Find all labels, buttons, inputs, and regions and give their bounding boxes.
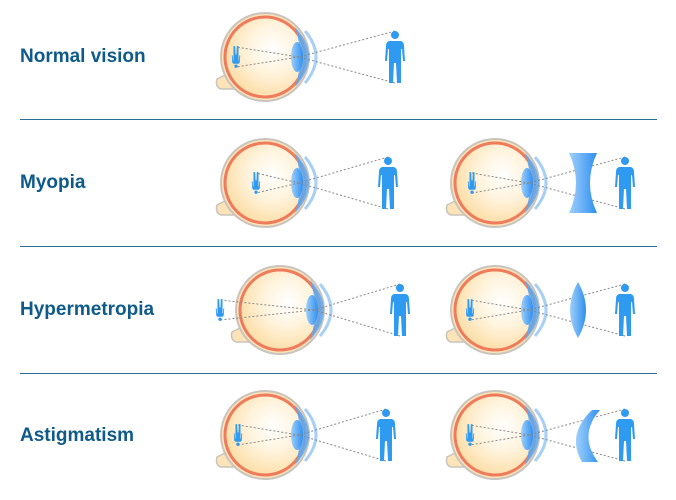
figure-body [385, 41, 405, 83]
person-figure-icon [231, 46, 241, 68]
light-ray [528, 408, 626, 436]
figure-head [384, 157, 392, 165]
divider [20, 246, 657, 247]
cornea-edge [303, 30, 318, 84]
figure-body [615, 294, 635, 336]
figure-head [254, 190, 258, 194]
cornea-edge [533, 283, 548, 337]
person-figure-icon [615, 157, 635, 209]
eye-astigmatism [215, 390, 396, 480]
cornea-edge [533, 408, 548, 462]
figure-head [236, 442, 240, 446]
person-figure-icon [378, 157, 398, 209]
light-ray [255, 172, 300, 184]
person-figure-icon [251, 172, 261, 194]
figure-head [621, 284, 629, 292]
light-ray [298, 156, 389, 184]
person-figure-icon [615, 409, 635, 461]
light-ray [235, 46, 300, 58]
figure-head [468, 317, 472, 321]
light-ray [471, 172, 530, 184]
row-label-hypermetropia: Hypermetropia [20, 299, 155, 320]
person-figure-icon [465, 424, 475, 446]
light-ray [469, 424, 530, 436]
row-label-myopia: Myopia [20, 172, 86, 193]
figure-head [621, 409, 629, 417]
person-figure-icon [390, 284, 410, 336]
figure-head [396, 284, 404, 292]
figure-head [218, 317, 222, 321]
figure-body [231, 46, 241, 64]
person-figure-icon [385, 31, 405, 83]
figure-body [378, 167, 398, 209]
convex-lens-icon [570, 282, 586, 338]
person-figure-icon [465, 299, 475, 321]
figure-head [391, 31, 399, 39]
figure-head [382, 409, 390, 417]
person-figure-icon [615, 284, 635, 336]
eye-hypermetropia-corrected [445, 265, 635, 355]
figure-head [470, 190, 474, 194]
figure-body [465, 299, 475, 317]
figure-body [215, 299, 225, 317]
light-ray [471, 182, 530, 194]
light-ray [298, 30, 396, 58]
divider [20, 119, 657, 120]
light-ray [298, 56, 396, 84]
figure-body [467, 172, 477, 190]
cornea-edge [303, 408, 318, 462]
figure-body [615, 167, 635, 209]
eye-myopia [215, 138, 398, 228]
concave-lens-icon [569, 153, 597, 213]
cylindrical-lens-icon [575, 410, 600, 462]
light-ray [313, 283, 401, 311]
person-figure-icon [233, 424, 243, 446]
cornea-edge [318, 283, 333, 337]
light-ray [313, 309, 401, 337]
light-ray [469, 434, 530, 446]
figure-head [468, 442, 472, 446]
figure-body [615, 419, 635, 461]
divider [20, 373, 657, 374]
light-ray [469, 309, 530, 321]
light-ray [298, 408, 387, 436]
person-figure-icon [467, 172, 477, 194]
light-ray [298, 182, 389, 210]
row-label-normal-vision: Normal vision [20, 46, 146, 67]
light-ray [298, 434, 387, 462]
cornea-edge [533, 156, 548, 210]
light-ray [255, 182, 300, 194]
person-figure-icon [376, 409, 396, 461]
cornea-edge [303, 156, 318, 210]
light-ray [469, 299, 530, 311]
eye-normal [215, 12, 405, 102]
figure-head [621, 157, 629, 165]
person-figure-icon [215, 299, 225, 321]
figure-body [233, 424, 243, 442]
figure-head [234, 64, 238, 68]
eye-astigmatism-corrected [445, 390, 635, 480]
figure-body [390, 294, 410, 336]
light-ray [235, 56, 300, 68]
figure-body [465, 424, 475, 442]
eye-myopia-corrected [445, 138, 635, 228]
eye-hypermetropia [215, 265, 410, 355]
figure-body [376, 419, 396, 461]
row-label-astigmatism: Astigmatism [20, 425, 135, 446]
figure-body [251, 172, 261, 190]
